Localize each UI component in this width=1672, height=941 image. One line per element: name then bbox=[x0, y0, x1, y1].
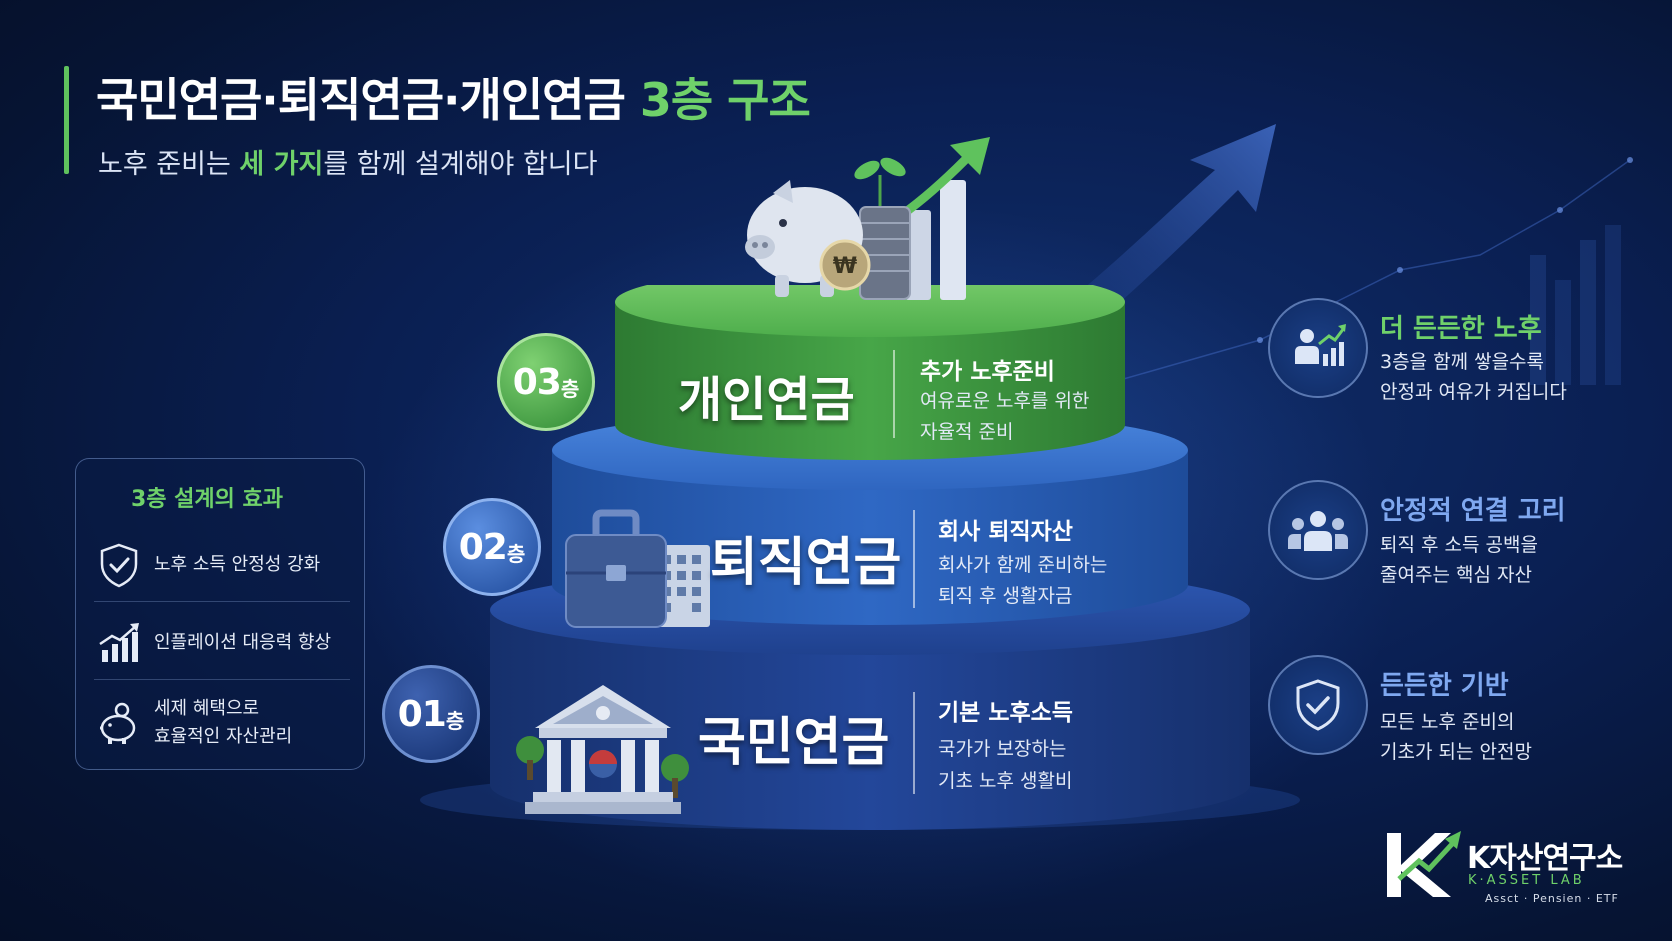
feature-icon-circle bbox=[1268, 480, 1368, 580]
tier-badge-number: 01 bbox=[397, 693, 447, 735]
tier-2-heading: 회사 퇴직자산 bbox=[938, 519, 1073, 545]
effects-divider bbox=[94, 679, 350, 680]
title-main: 국민연금·퇴직연금·개인연금 bbox=[96, 73, 626, 127]
tier-1-divider bbox=[913, 692, 915, 794]
feature-desc-line2: 안정과 여유가 커집니다 bbox=[1380, 381, 1567, 403]
page-subtitle: 노후 준비는 세 가지를 함께 설계해야 합니다 bbox=[98, 142, 597, 181]
tier-badge-unit: 층 bbox=[560, 376, 580, 401]
title-accent: 3층 구조 bbox=[639, 73, 811, 127]
shield-check-icon bbox=[1296, 679, 1340, 731]
tier-1-desc-line2: 기초 노후 생활비 bbox=[938, 770, 1073, 792]
effects-item-text: 세제 혜택으로 효율적인 자산관리 bbox=[154, 695, 292, 751]
title-accent-bar bbox=[64, 66, 69, 174]
effects-divider bbox=[94, 601, 350, 602]
effects-item: 세제 혜택으로 효율적인 자산관리 bbox=[94, 687, 350, 759]
tier-badge-number: 02 bbox=[458, 526, 508, 568]
feature-desc-line1: 3층을 함께 쌓을수록 bbox=[1380, 351, 1545, 373]
effects-panel: 3층 설계의 효과 노후 소득 안정성 강화 인플레이션 대응력 향상 bbox=[75, 458, 365, 770]
effects-item: 인플레이션 대응력 향상 bbox=[94, 607, 350, 679]
feature-icon-circle bbox=[1268, 655, 1368, 755]
effects-item-line1: 세제 혜택으로 bbox=[154, 698, 260, 719]
growth-person-icon bbox=[1295, 324, 1346, 366]
svg-text:₩: ₩ bbox=[833, 254, 857, 279]
feature-title: 더 든든한 노후 bbox=[1380, 314, 1542, 344]
effects-panel-title: 3층 설계의 효과 bbox=[130, 487, 284, 512]
tier-3-heading: 추가 노후준비 bbox=[920, 359, 1055, 385]
feature-desc-line2: 기초가 되는 안전망 bbox=[1380, 741, 1532, 763]
tier-2-desc-line1: 회사가 함께 준비하는 bbox=[938, 554, 1108, 576]
briefcase-building-icon bbox=[565, 509, 710, 628]
tier-1-heading: 기본 노후소득 bbox=[938, 700, 1073, 726]
government-building-icon bbox=[516, 685, 689, 814]
effects-item-text: 노후 소득 안정성 강화 bbox=[154, 554, 321, 575]
feature-desc-line2: 줄여주는 핵심 자산 bbox=[1380, 564, 1532, 586]
tier-1-desc-line1: 국가가 보장하는 bbox=[938, 738, 1067, 760]
piggy-bank-icon bbox=[100, 702, 136, 744]
effects-item: 노후 소득 안정성 강화 bbox=[94, 529, 350, 601]
page-title: 국민연금·퇴직연금·개인연금 3층 구조 bbox=[96, 64, 811, 130]
logo-name: K자산연구소 bbox=[1467, 841, 1623, 876]
tier-3-desc-line2: 자율적 준비 bbox=[920, 421, 1014, 443]
subtitle-pre: 노후 준비는 bbox=[98, 149, 231, 180]
tier-1-name: 국민연금 bbox=[698, 713, 890, 773]
bar-chart-up-icon bbox=[99, 623, 139, 662]
effects-item-text: 인플레이션 대응력 향상 bbox=[154, 632, 332, 653]
subtitle-highlight: 세 가지 bbox=[239, 149, 324, 180]
piggy-bank-coins-chart-icon: ₩ bbox=[745, 137, 990, 300]
k-asset-logo-icon bbox=[1387, 831, 1461, 897]
tier-2-desc-line2: 퇴직 후 생활자금 bbox=[938, 585, 1073, 607]
feature-title: 든든한 기반 bbox=[1380, 671, 1509, 701]
tier-2-name: 퇴직연금 bbox=[710, 533, 902, 593]
tier-3-name: 개인연금 bbox=[678, 372, 855, 428]
logo-tagline: Assct · Pensien · ETF bbox=[1485, 892, 1619, 905]
feature-desc-line1: 퇴직 후 소득 공백을 bbox=[1380, 534, 1538, 556]
feature-title: 안정적 연결 고리 bbox=[1380, 496, 1566, 526]
people-group-icon bbox=[1288, 511, 1348, 551]
tier-2-divider bbox=[913, 510, 915, 608]
tier-badge-unit: 층 bbox=[445, 708, 465, 733]
subtitle-post: 를 함께 설계해야 합니다 bbox=[323, 149, 598, 180]
tier-3-desc-line1: 여유로운 노후를 위한 bbox=[920, 390, 1090, 412]
tier-3-divider bbox=[893, 350, 895, 438]
tier-3-shape bbox=[615, 285, 1125, 460]
shield-check-icon bbox=[100, 543, 138, 588]
feature-desc-line1: 모든 노후 준비의 bbox=[1380, 711, 1515, 733]
effects-item-line2: 효율적인 자산관리 bbox=[154, 726, 293, 747]
logo-subtitle: K·ASSET LAB bbox=[1468, 873, 1585, 888]
tier-badge-unit: 층 bbox=[506, 541, 526, 566]
feature-icon-circle bbox=[1268, 298, 1368, 398]
tier-badge-number: 03 bbox=[512, 361, 562, 403]
